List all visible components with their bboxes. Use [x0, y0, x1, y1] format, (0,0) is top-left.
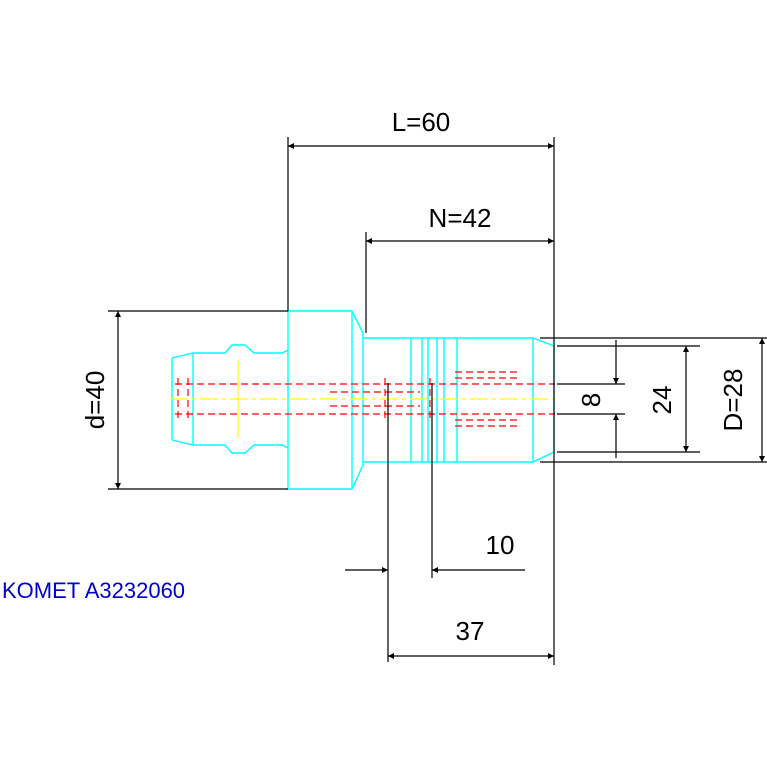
extension-lines [108, 137, 767, 665]
center-lines [170, 360, 560, 438]
dimension-lines [115, 143, 765, 659]
dim-d-label: d=40 [80, 371, 110, 430]
dim-L-label: L=60 [392, 107, 451, 137]
dim-D-label: D=28 [718, 369, 748, 432]
dim-bore-label: 8 [576, 393, 606, 407]
part-outline [171, 310, 555, 490]
dim-37-label: 37 [456, 616, 485, 646]
dim-groove-label: 10 [486, 530, 515, 560]
dim-neck-label: 24 [647, 386, 677, 415]
dim-N-label: N=42 [429, 203, 492, 233]
part-number-caption: KOMET A3232060 [2, 578, 185, 603]
hidden-lines [175, 371, 555, 427]
